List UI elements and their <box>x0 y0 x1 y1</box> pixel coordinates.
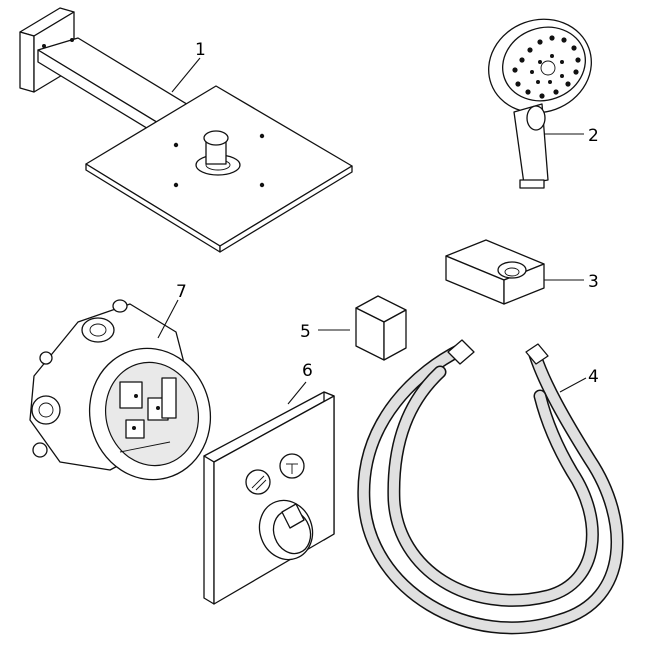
wall-holder-icon <box>445 239 545 305</box>
shower-hose-icon <box>357 339 624 635</box>
callout-1: 1 <box>195 40 206 60</box>
callout-3: 3 <box>588 272 599 292</box>
callout-2: 2 <box>588 126 599 146</box>
shower-arm-with-plate-icon <box>19 7 353 253</box>
callout-4: 4 <box>588 367 599 387</box>
cube-elbow-icon <box>355 295 407 361</box>
hand-shower-icon <box>488 18 592 189</box>
basic-set-body-icon <box>29 299 212 481</box>
callout-7: 7 <box>176 282 187 302</box>
callout-5: 5 <box>300 322 311 342</box>
thermostat-trim-icon <box>203 391 335 605</box>
callout-6: 6 <box>302 361 313 381</box>
